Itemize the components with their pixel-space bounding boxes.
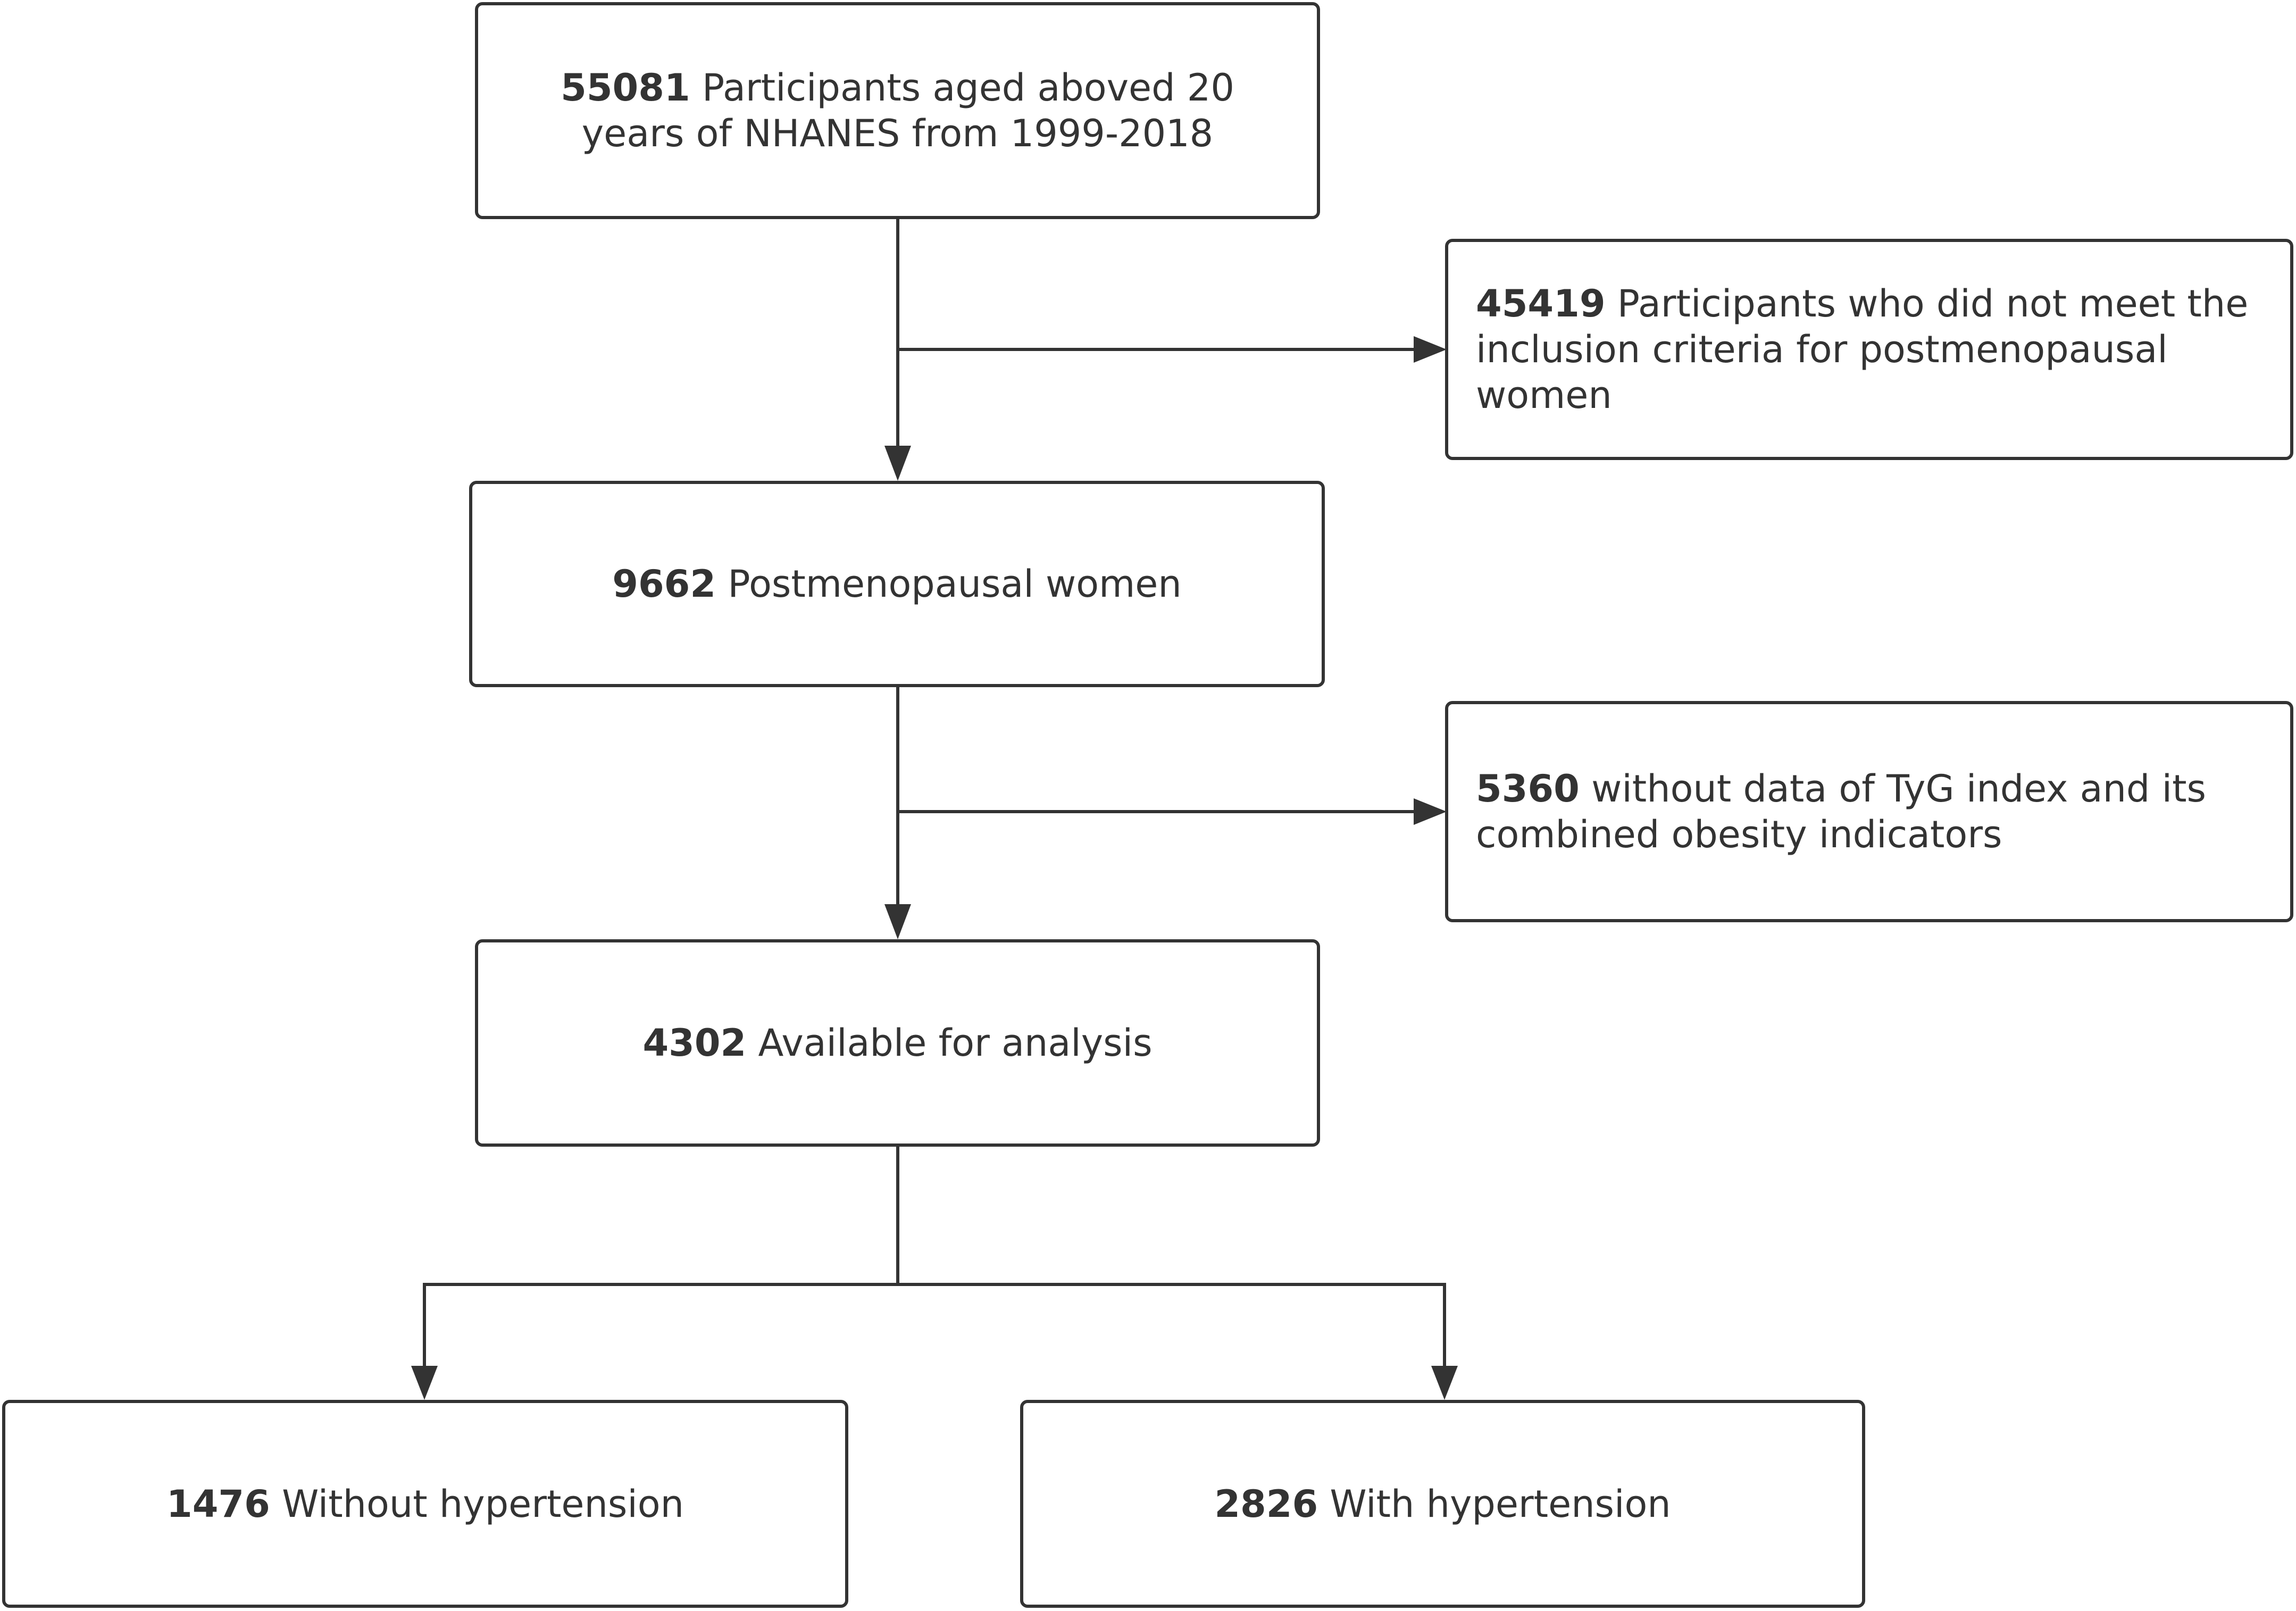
node-no-hypertension-label: Without hypertension bbox=[282, 1482, 684, 1526]
node-analysis-count: 4302 bbox=[642, 1021, 747, 1065]
node-hypertension: 2826 With hypertension bbox=[1020, 1400, 1865, 1608]
node-exclusion2-text: 5360 without data of TyG index and its c… bbox=[1476, 766, 2269, 857]
node-hypertension-count: 2826 bbox=[1214, 1482, 1318, 1526]
node-start-count: 55081 bbox=[561, 66, 690, 110]
node-postmenopausal-count: 9662 bbox=[612, 562, 716, 606]
node-no-hypertension-count: 1476 bbox=[166, 1482, 270, 1526]
node-start-label: Participants aged aboved 20 years of NHA… bbox=[581, 66, 1234, 155]
node-start: 55081 Participants aged aboved 20 years … bbox=[475, 2, 1320, 219]
node-analysis: 4302 Available for analysis bbox=[475, 939, 1320, 1147]
arrowhead-to-analysis bbox=[884, 904, 911, 939]
node-analysis-label: Available for analysis bbox=[758, 1021, 1153, 1065]
arrowhead-to-no-hypertension bbox=[411, 1366, 438, 1400]
arrowhead-to-exclusion2 bbox=[1414, 798, 1447, 825]
node-exclusion2: 5360 without data of TyG index and its c… bbox=[1445, 701, 2293, 922]
node-exclusion1-count: 45419 bbox=[1476, 282, 1606, 325]
connector-analysis-split bbox=[423, 1145, 1446, 1367]
node-exclusion1-label: Participants who did not meet the inclus… bbox=[1476, 282, 2249, 417]
node-exclusion2-label: without data of TyG index and its combin… bbox=[1476, 767, 2206, 856]
arrowhead-to-hypertension bbox=[1431, 1366, 1458, 1400]
arrowhead-to-exclusion1 bbox=[1414, 336, 1447, 363]
node-no-hypertension-text: 1476 Without hypertension bbox=[166, 1481, 684, 1527]
node-no-hypertension: 1476 Without hypertension bbox=[2, 1400, 848, 1608]
node-exclusion1: 45419 Participants who did not meet the … bbox=[1445, 239, 2293, 460]
node-hypertension-text: 2826 With hypertension bbox=[1214, 1481, 1671, 1527]
node-start-text: 55081 Participants aged aboved 20 years … bbox=[537, 65, 1258, 156]
node-exclusion2-count: 5360 bbox=[1476, 767, 1580, 811]
arrowhead-to-postmenopausal bbox=[884, 446, 911, 481]
node-postmenopausal: 9662 Postmenopausal women bbox=[469, 481, 1325, 687]
node-hypertension-label: With hypertension bbox=[1330, 1482, 1671, 1526]
node-analysis-text: 4302 Available for analysis bbox=[642, 1020, 1152, 1066]
node-exclusion1-text: 45419 Participants who did not meet the … bbox=[1476, 281, 2269, 418]
node-postmenopausal-text: 9662 Postmenopausal women bbox=[612, 561, 1181, 607]
node-postmenopausal-label: Postmenopausal women bbox=[728, 562, 1182, 606]
